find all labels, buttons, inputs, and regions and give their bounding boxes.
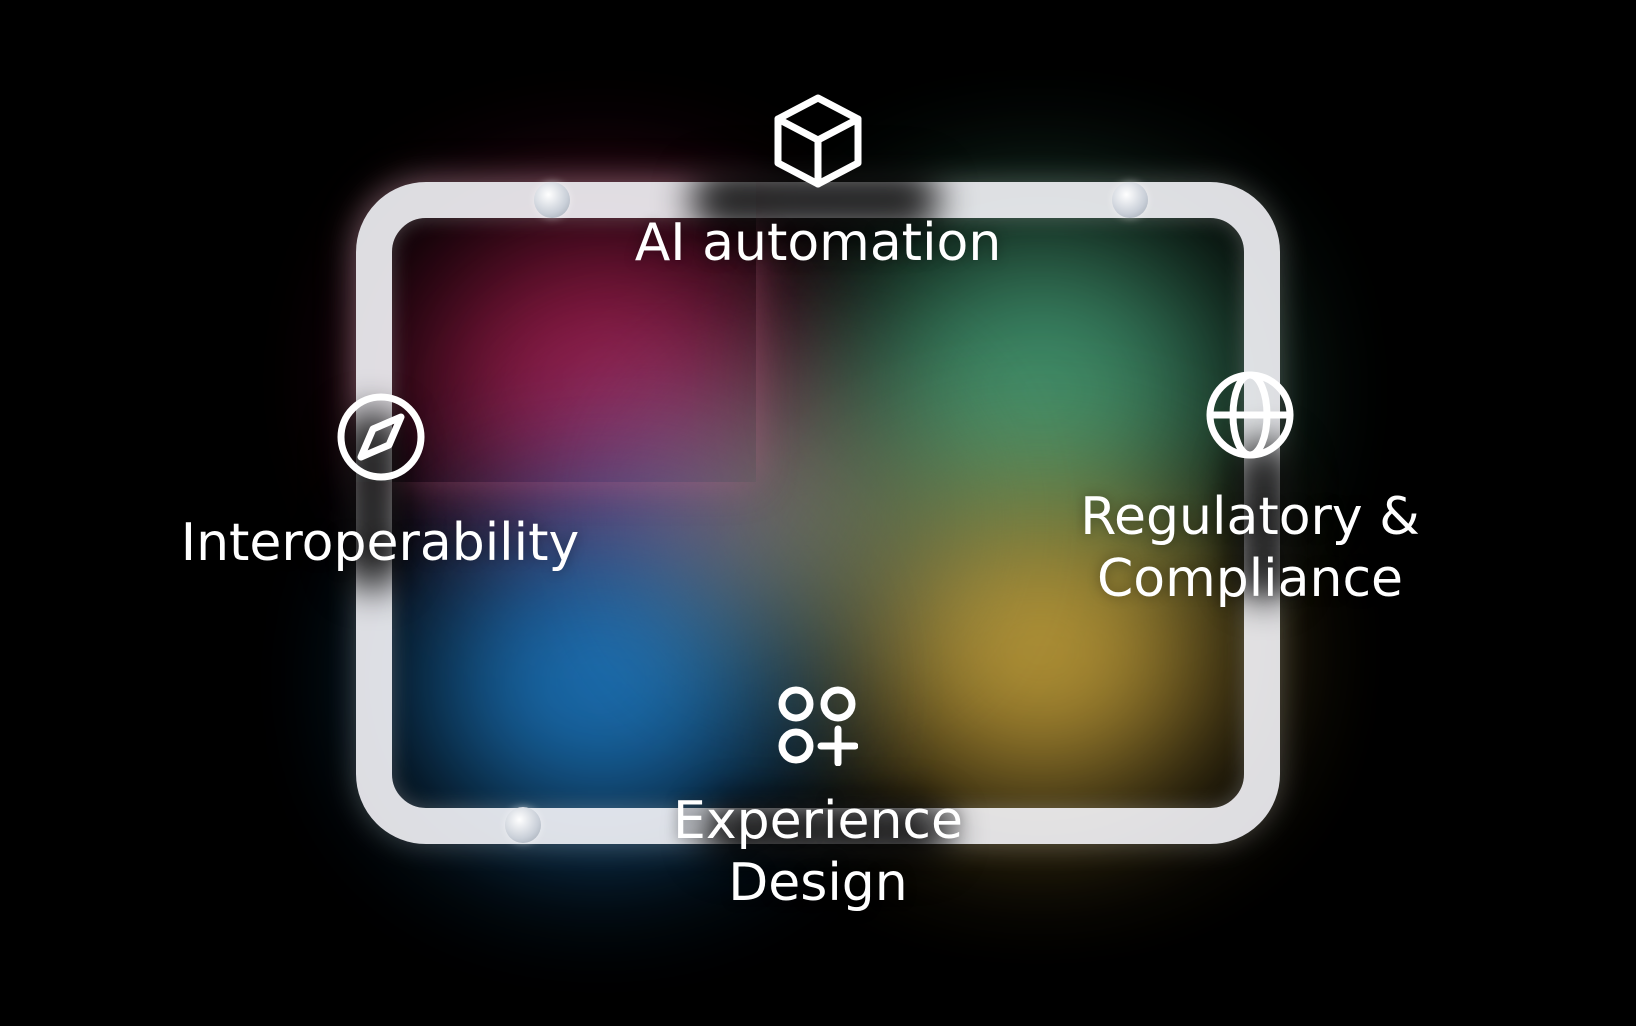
frame-gap-right [1232, 440, 1296, 600]
node-label-bottom-line-1: Experience [673, 791, 963, 851]
node-label-top: AI automation [618, 212, 1018, 274]
cube-icon [772, 93, 864, 189]
node-label-bottom: Experience Design [618, 790, 1018, 914]
frame-knob-top-right [1112, 182, 1148, 218]
node-label-top-line-1: AI automation [634, 213, 1002, 273]
node-label-right-line-1: Regulatory & [1080, 487, 1420, 547]
node-label-left: Interoperability [160, 512, 600, 574]
globe-icon [1205, 370, 1295, 460]
glow-center [680, 400, 940, 640]
node-label-left-line-1: Interoperability [180, 513, 580, 573]
circles-plus-icon [778, 686, 858, 766]
frame-gap-bottom [700, 800, 950, 864]
node-label-right-line-2: Compliance [1096, 549, 1404, 609]
compass-icon [336, 392, 426, 482]
frame-knob-bottom-left [505, 807, 541, 843]
node-label-bottom-line-2: Design [728, 853, 908, 913]
frame-knob-top-left [534, 182, 570, 218]
node-label-right: Regulatory & Compliance [1060, 486, 1440, 610]
